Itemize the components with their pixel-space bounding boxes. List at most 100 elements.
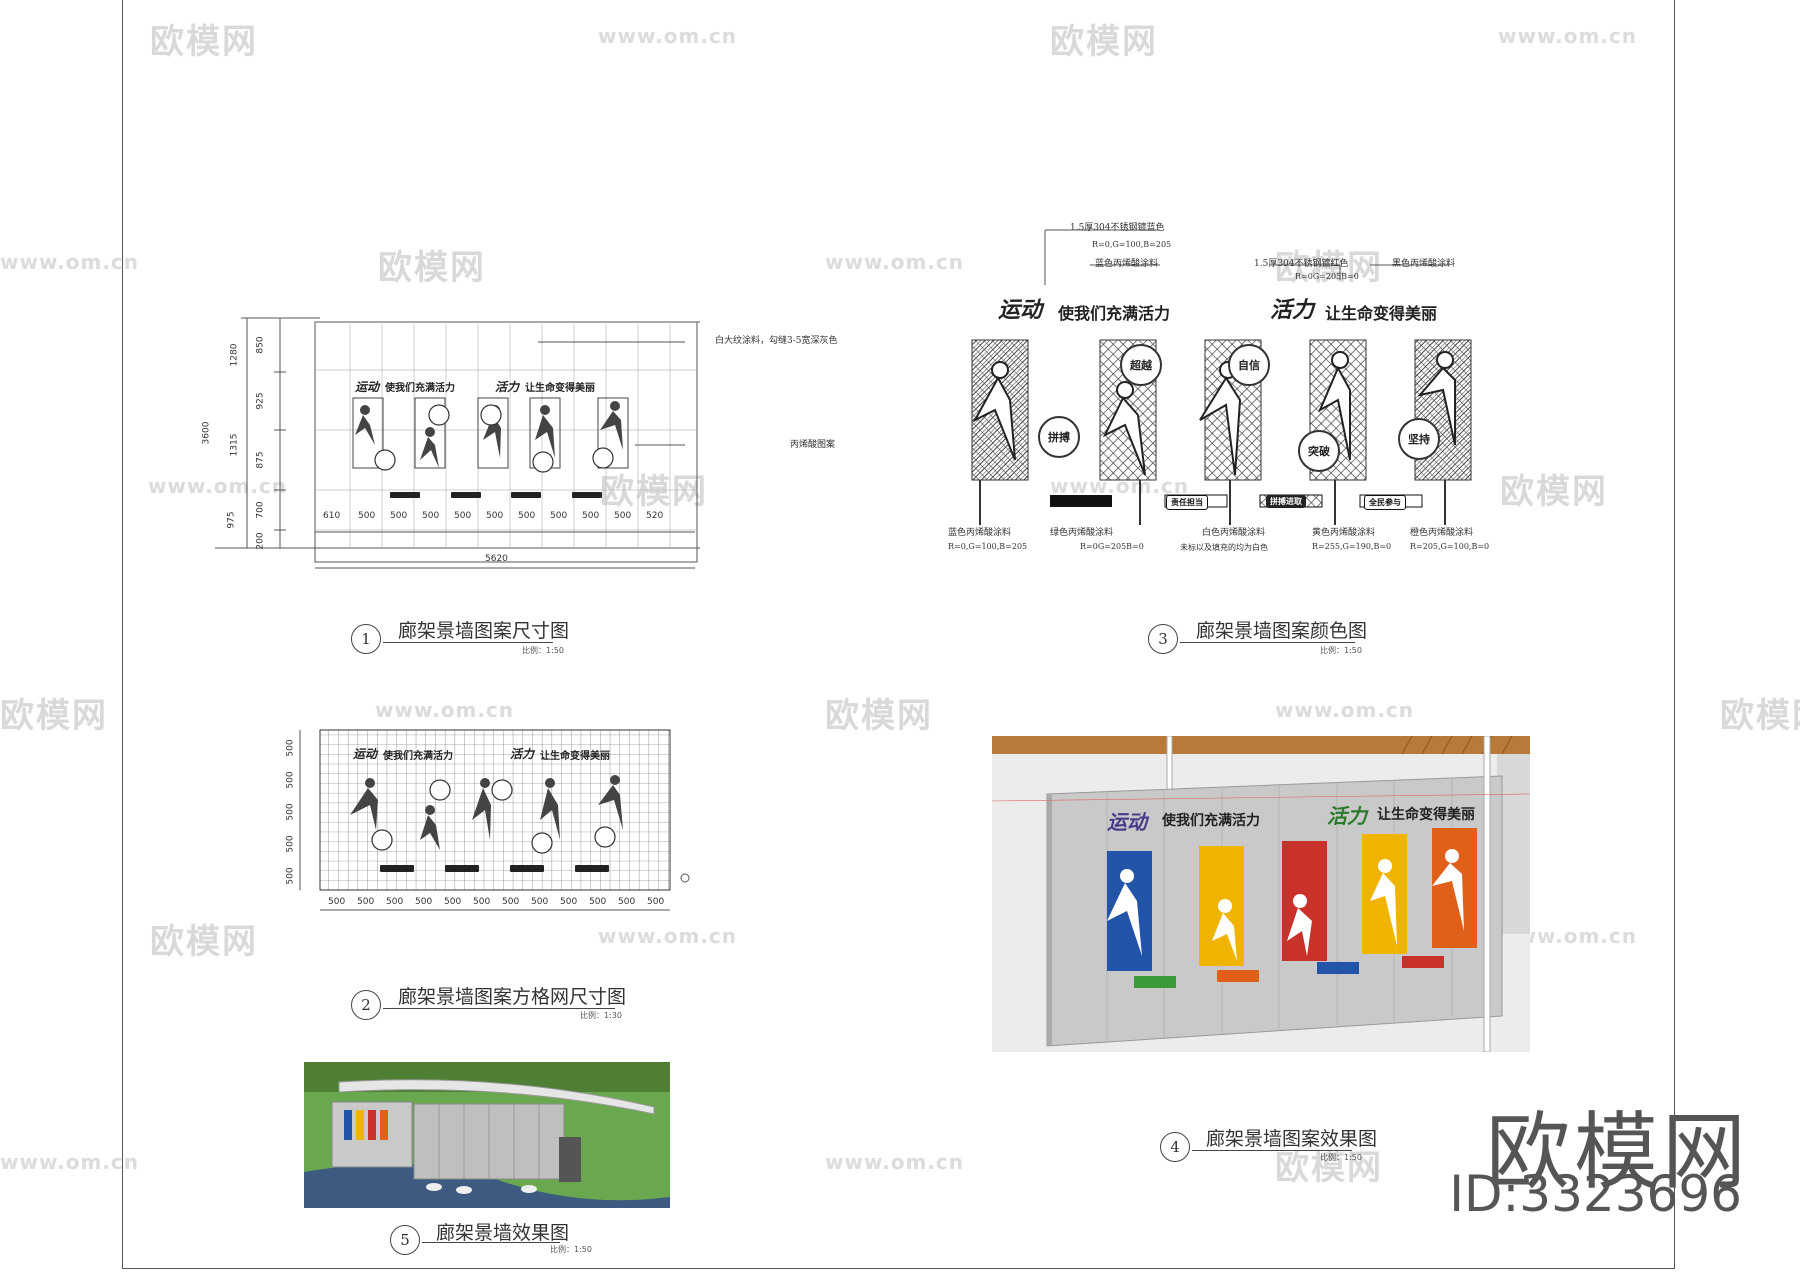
dim-v: 500 xyxy=(285,835,296,853)
badge-striving: 拼搏进取 xyxy=(1266,495,1306,508)
watermark-brand: 欧模网 xyxy=(825,696,933,736)
drawing-5-image xyxy=(304,1062,670,1208)
drawing-3-title: 廊架景墙图案颜色图 xyxy=(1196,620,1368,642)
watermark-url: www.om.cn xyxy=(375,698,515,722)
circle-word-jianchi: 坚持 xyxy=(1398,418,1440,460)
dim-v: 850 xyxy=(255,336,266,354)
brand-logo-text: 欧模网 xyxy=(1485,1103,1750,1201)
dim-h: 500 xyxy=(614,511,632,521)
slogan-right-text: 让生命变得美丽 xyxy=(525,383,595,394)
drawing-4-number: 4 xyxy=(1160,1132,1190,1162)
note-blue-acrylic: 蓝色丙烯酸涂料 xyxy=(948,528,1012,538)
slogan-left-script: 运动 xyxy=(355,380,380,394)
watermark-url: www.om.cn xyxy=(148,474,288,498)
note-white-acrylic: 白色丙烯酸涂料 xyxy=(1202,528,1266,538)
drawing-2-scale: 比例：1:30 xyxy=(580,1011,622,1020)
badge-participation: 全民参与 xyxy=(1364,495,1406,510)
drawing-3-linework xyxy=(971,229,1472,525)
slogan-right-text: 让生命变得美丽 xyxy=(1377,807,1475,823)
note-blue-acrylic: 蓝色丙烯酸涂料 xyxy=(1095,259,1159,269)
dim-h: 500 xyxy=(422,511,440,521)
drawing-1-elevation: 运动 使我们充满活力 活力 让生命变得美丽 白大纹涂料，勾缝3-5宽深灰色 丙烯… xyxy=(195,300,845,570)
note-orange-acrylic: 橙色丙烯酸涂料 xyxy=(1410,528,1474,538)
watermark-brand: 欧模网 xyxy=(378,248,486,288)
title-underline xyxy=(422,1242,560,1243)
drawing-4-title: 廊架景墙图案效果图 xyxy=(1206,1128,1378,1150)
title-underline xyxy=(1192,1150,1352,1151)
dim-h: 500 xyxy=(502,897,520,907)
slogan-right-script: 活力 xyxy=(1327,804,1367,828)
dim-h: 500 xyxy=(550,511,568,521)
note-wall-finish: 白大纹涂料，勾缝3-5宽深灰色 xyxy=(715,336,838,346)
dim-h: 520 xyxy=(646,511,664,521)
drawing-3-number: 3 xyxy=(1148,624,1178,654)
slogan-right-script: 活力 xyxy=(495,380,520,394)
slogan-left-script: 运动 xyxy=(1107,810,1147,834)
slogan-right-script: 活力 xyxy=(1270,298,1315,323)
drawing-5-render xyxy=(304,1062,670,1208)
dim-v: 875 xyxy=(255,451,266,469)
dim-h: 500 xyxy=(647,897,665,907)
dim-h: 500 xyxy=(560,897,578,907)
drawing-2-number: 2 xyxy=(351,990,381,1020)
slogan-right-text: 让生命变得美丽 xyxy=(1325,304,1438,323)
dim-v: 200 xyxy=(255,532,266,550)
watermark-brand: 欧模网 xyxy=(1500,472,1608,512)
watermark-brand: 欧模网 xyxy=(1275,248,1383,288)
dim-h: 500 xyxy=(518,511,536,521)
slogan-left-text: 使我们充满活力 xyxy=(1162,813,1260,829)
slogan-left-text: 使我们充满活力 xyxy=(1058,304,1171,323)
watermark-brand: 欧模网 xyxy=(150,922,258,962)
drawing-4-image xyxy=(991,735,1531,1053)
slogan-left-text: 使我们充满活力 xyxy=(383,751,453,762)
drawing-3-scale: 比例：1:50 xyxy=(1320,646,1362,655)
note-green-acrylic: 绿色丙烯酸涂料 xyxy=(1050,528,1114,538)
dim-v: 500 xyxy=(285,803,296,821)
note-rgb: R=0,G=100,B=205 xyxy=(948,542,1028,551)
dim-v: 500 xyxy=(285,867,296,885)
dim-h: 500 xyxy=(386,897,404,907)
drawing-2-title: 廊架景墙图案方格网尺寸图 xyxy=(398,986,627,1008)
title-underline xyxy=(1180,642,1355,643)
slogan-right-script: 活力 xyxy=(510,747,535,761)
dim-h: 500 xyxy=(358,511,376,521)
watermark-url: www.om.cn xyxy=(1498,24,1638,48)
drawing-1-linework xyxy=(215,317,700,569)
note-rgb: R=205,G=100,B=0 xyxy=(1410,542,1490,551)
circle-word-chaoyue: 超越 xyxy=(1120,344,1162,386)
dim-v: 1315 xyxy=(229,433,240,457)
watermark-url: www.om.cn xyxy=(598,924,738,948)
brand-id: ID:3323696 xyxy=(1449,1165,1742,1223)
dim-h: 500 xyxy=(444,897,462,907)
note-white-default: 未标以及填充的均为白色 xyxy=(1180,543,1268,552)
drawing-5-title: 廊架景墙效果图 xyxy=(436,1222,570,1244)
dim-v: 1280 xyxy=(229,343,240,367)
drawing-4-render: 运动 使我们充满活力 活力 让生命变得美丽 xyxy=(991,735,1531,1053)
circle-word-pinbo: 拼搏 xyxy=(1038,416,1080,458)
note-yellow-acrylic: 黄色丙烯酸涂料 xyxy=(1312,528,1376,538)
title-underline xyxy=(383,642,553,643)
drawing-sheet-frame xyxy=(122,0,1675,1269)
watermark-brand: 欧模网 xyxy=(600,472,708,512)
circle-word-zixin: 自信 xyxy=(1228,344,1270,386)
note-acrylic-pattern: 丙烯酸图案 xyxy=(790,440,836,450)
watermark-url: www.om.cn xyxy=(598,24,738,48)
dim-h: 500 xyxy=(328,897,346,907)
watermark-url: www.om.cn xyxy=(825,1150,965,1174)
dim-total-width: 5620 xyxy=(485,554,508,564)
watermark-url: www.om.cn xyxy=(825,250,965,274)
drawing-2-grid: 运动 使我们充满活力 活力 让生命变得美丽 500 500 500 500 50… xyxy=(280,725,720,925)
note-stainless-blue: 1.5厚304不锈钢镀蓝色 xyxy=(1070,223,1165,233)
slogan-left-script: 运动 xyxy=(998,298,1043,323)
dim-h: 500 xyxy=(582,511,600,521)
drawing-1-number: 1 xyxy=(351,624,381,654)
watermark-brand: 欧模网 xyxy=(0,696,108,736)
drawing-1-scale: 比例：1:50 xyxy=(522,646,564,655)
dim-h: 500 xyxy=(357,897,375,907)
dim-v: 500 xyxy=(285,739,296,757)
title-underline xyxy=(383,1008,615,1009)
dim-v: 500 xyxy=(285,771,296,789)
watermark-brand: 欧模网 xyxy=(1050,22,1158,62)
note-rgb: R=0,G=100,B=205 xyxy=(1092,240,1172,249)
dim-h: 500 xyxy=(415,897,433,907)
